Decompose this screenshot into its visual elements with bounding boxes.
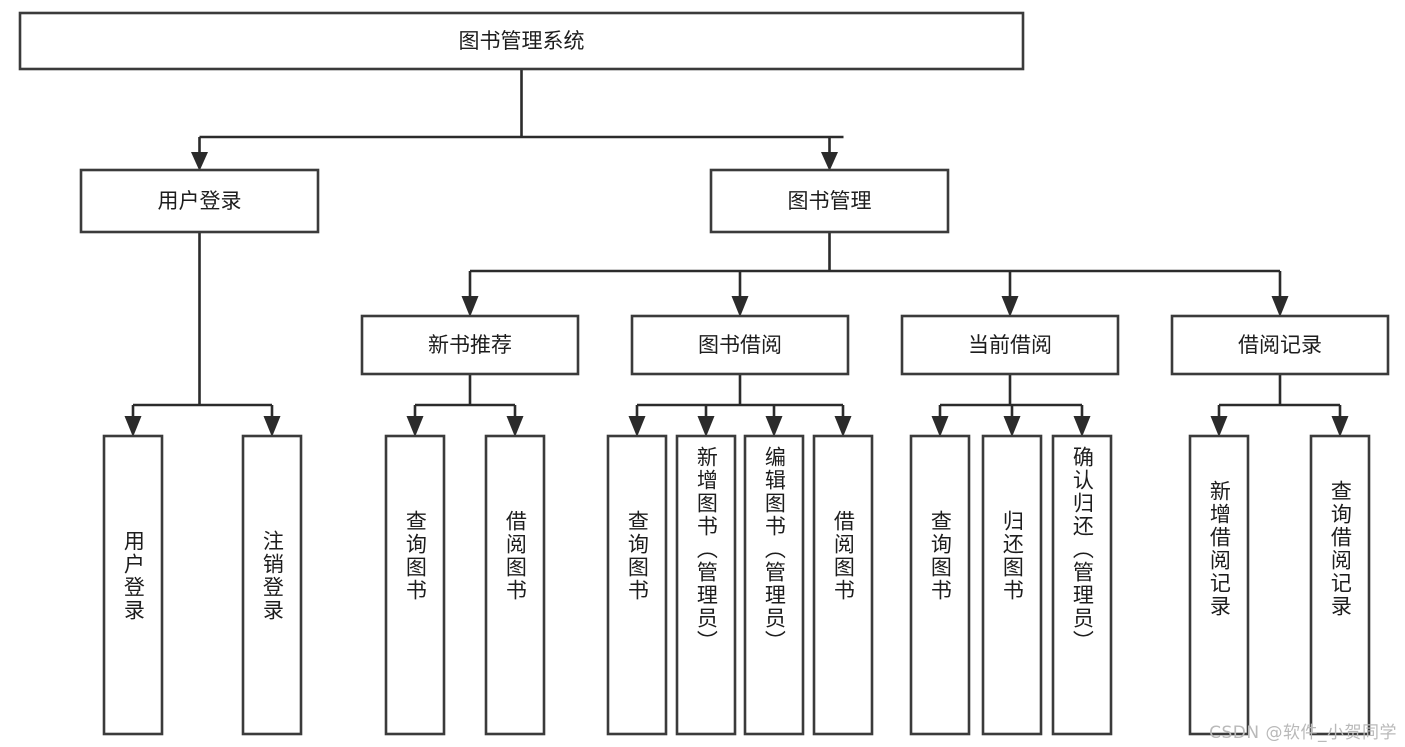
arrowhead-icon	[1001, 296, 1019, 317]
arrowhead-icon	[765, 416, 783, 437]
node-leaf-confirm-return-admin-rect[interactable]	[1051, 434, 1113, 736]
node-leaf-query-book-2-label: 查询图书	[625, 510, 650, 602]
arrowhead-icon	[1210, 416, 1228, 437]
node-leaf-query-book-1-rect[interactable]	[384, 434, 446, 736]
node-book-management-label: 图书管理	[788, 189, 872, 213]
connector-bookmgmt-to-level2	[468, 232, 1282, 300]
node-root-rect[interactable]	[18, 11, 1025, 71]
node-leaf-edit-book-admin-label: 编辑图书（管理员）	[762, 446, 787, 653]
node-leaf-return-book[interactable]: 归还图书	[983, 436, 1041, 734]
node-leaf-edit-book-admin[interactable]: 编辑图书（管理员）	[745, 436, 803, 734]
node-leaf-user-logout-rect[interactable]	[241, 434, 303, 736]
node-leaf-add-borrow-record[interactable]: 新增借阅记录	[1190, 436, 1248, 734]
node-leaf-borrow-book-1[interactable]: 借阅图书	[486, 436, 544, 734]
arrowhead-icon	[406, 416, 424, 437]
node-leaf-user-login-label: 用户登录	[121, 530, 146, 622]
node-borrow-record-label: 借阅记录	[1238, 333, 1322, 357]
node-new-book-recommend-rect[interactable]	[360, 314, 580, 376]
connector-userlogin-to-leaves	[131, 232, 274, 420]
node-leaf-query-book-2[interactable]: 查询图书	[608, 436, 666, 734]
node-leaf-query-book-3-label: 查询图书	[928, 510, 953, 602]
node-leaf-edit-book-admin-rect[interactable]	[743, 434, 805, 736]
arrowhead-icon	[821, 152, 838, 171]
node-leaf-borrow-book-2-label: 借阅图书	[831, 510, 856, 602]
node-user-login[interactable]: 用户登录	[79, 168, 320, 234]
node-leaf-confirm-return-admin-label: 确认归还（管理员）	[1070, 446, 1095, 653]
node-user-login-rect[interactable]	[79, 168, 320, 234]
node-leaf-borrow-book-2[interactable]: 借阅图书	[814, 436, 872, 734]
node-leaf-user-logout[interactable]: 注销登录	[243, 436, 301, 734]
node-leaf-borrow-book-2-rect[interactable]	[812, 434, 874, 736]
connector-bookborrow-to-leaves	[635, 374, 845, 420]
arrowhead-icon	[263, 416, 281, 437]
arrowhead-icon	[1331, 416, 1349, 437]
node-leaf-return-book-label: 归还图书	[1000, 510, 1025, 602]
node-root[interactable]: 图书管理系统	[18, 11, 1025, 71]
node-leaf-query-book-1-label: 查询图书	[403, 510, 428, 602]
node-leaf-query-book-2-rect[interactable]	[606, 434, 668, 736]
node-book-management-rect[interactable]	[709, 168, 950, 234]
arrowhead-icon	[1003, 416, 1021, 437]
arrowhead-layer	[124, 152, 1349, 437]
horizontal-node-layer: 图书管理系统 用户登录 图书管理 新书推荐 图书借阅 当前	[18, 11, 1390, 376]
arrowhead-icon	[461, 296, 479, 317]
arrowhead-icon	[628, 416, 646, 437]
node-leaf-return-book-rect[interactable]	[981, 434, 1043, 736]
node-user-login-label: 用户登录	[158, 189, 242, 213]
arrowhead-icon	[731, 296, 749, 317]
node-current-borrow[interactable]: 当前借阅	[900, 314, 1120, 376]
node-leaf-add-book-admin-label: 新增图书（管理员）	[694, 446, 719, 653]
node-borrow-record-rect[interactable]	[1170, 314, 1390, 376]
arrowhead-icon	[1073, 416, 1091, 437]
node-leaf-add-book-admin-rect[interactable]	[675, 434, 737, 736]
node-leaf-query-book-3-rect[interactable]	[909, 434, 971, 736]
node-leaf-add-borrow-record-label: 新增借阅记录	[1207, 480, 1232, 618]
arrowhead-icon	[1271, 296, 1289, 317]
node-book-borrow-rect[interactable]	[630, 314, 850, 376]
connector-newbook-to-leaves	[413, 374, 517, 420]
arrowhead-icon	[124, 416, 142, 437]
node-leaf-add-borrow-record-rect[interactable]	[1188, 434, 1250, 736]
arrowhead-icon	[931, 416, 949, 437]
node-leaf-user-login-rect[interactable]	[102, 434, 164, 736]
node-leaf-user-login[interactable]: 用户登录	[104, 436, 162, 734]
node-leaf-query-book-3[interactable]: 查询图书	[911, 436, 969, 734]
arrowhead-icon	[191, 152, 208, 171]
node-book-borrow-label: 图书借阅	[698, 333, 782, 357]
node-leaf-borrow-book-1-label: 借阅图书	[503, 510, 528, 602]
node-leaf-query-borrow-record-label: 查询借阅记录	[1328, 480, 1353, 618]
node-borrow-record[interactable]: 借阅记录	[1170, 314, 1390, 376]
node-leaf-user-logout-label: 注销登录	[260, 530, 285, 622]
arrowhead-icon	[834, 416, 852, 437]
connector-layer	[131, 69, 1342, 420]
node-leaf-query-borrow-record[interactable]: 查询借阅记录	[1311, 436, 1369, 734]
leaf-node-layer	[102, 434, 1371, 736]
node-book-borrow[interactable]: 图书借阅	[630, 314, 850, 376]
watermark-text: CSDN @软件_小贺同学	[1209, 723, 1397, 743]
connector-currentborrow-to-leaves	[938, 374, 1084, 420]
node-current-borrow-label: 当前借阅	[968, 333, 1052, 357]
node-leaf-add-book-admin[interactable]: 新增图书（管理员）	[677, 436, 735, 734]
arrowhead-icon	[697, 416, 715, 437]
node-book-management[interactable]: 图书管理	[709, 168, 950, 234]
node-current-borrow-rect[interactable]	[900, 314, 1120, 376]
node-leaf-confirm-return-admin[interactable]: 确认归还（管理员）	[1053, 436, 1111, 734]
node-leaf-borrow-book-1-rect[interactable]	[484, 434, 546, 736]
node-new-book-recommend[interactable]: 新书推荐	[360, 314, 580, 376]
node-root-label: 图书管理系统	[459, 29, 585, 53]
node-leaf-query-borrow-record-rect[interactable]	[1309, 434, 1371, 736]
node-new-book-recommend-label: 新书推荐	[428, 333, 512, 357]
connector-root-to-level1	[198, 69, 844, 156]
arrowhead-icon	[506, 416, 524, 437]
connector-borrowrecord-to-leaves	[1217, 374, 1342, 420]
node-leaf-query-book-1[interactable]: 查询图书	[386, 436, 444, 734]
